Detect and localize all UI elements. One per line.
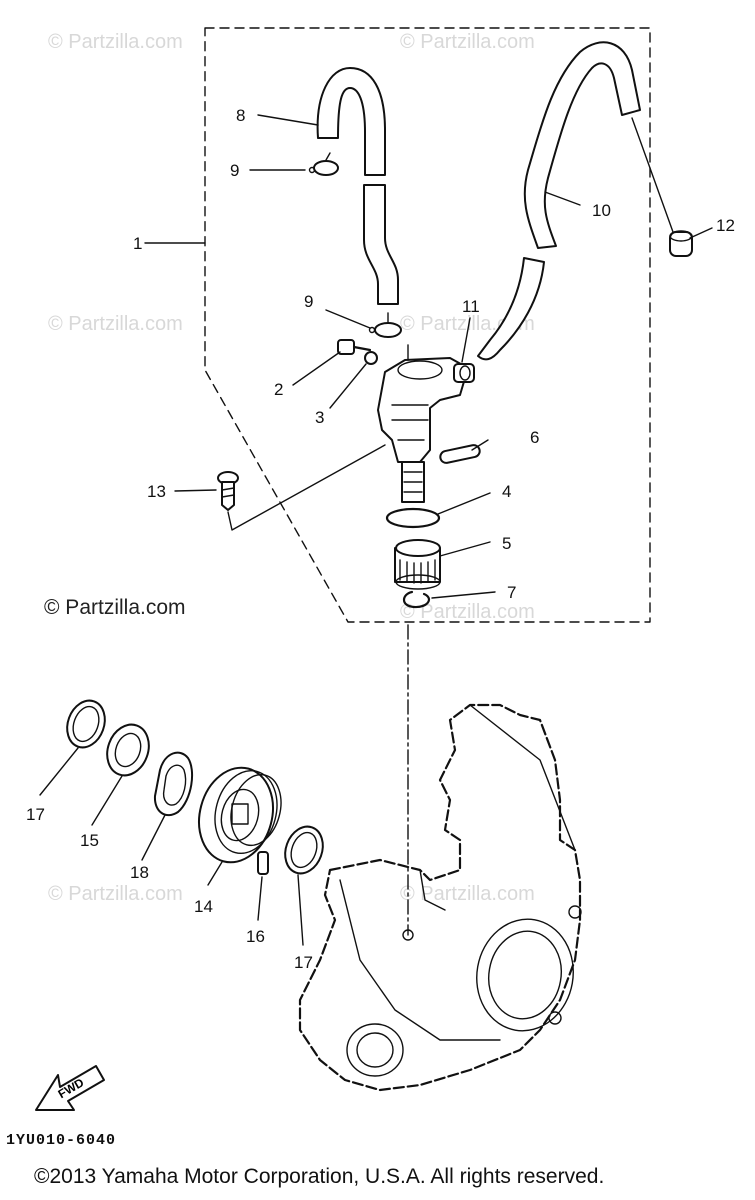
callout-13: 13 [147,482,166,501]
watermark-faint: © Partzilla.com [400,601,535,623]
callout-10: 10 [592,201,611,220]
gasket-18 [153,751,194,817]
callout-2: 2 [274,380,283,399]
callout-12: 12 [716,216,735,235]
callout-14: 14 [194,897,213,916]
drawing-code: 1YU010-6040 [6,1132,117,1149]
watermark-faint: © Partzilla.com [48,313,183,335]
washer-15 [106,723,150,777]
hose-10 [523,41,641,249]
fitting-11 [453,363,475,383]
watermark-faint: © Partzilla.com [48,883,183,905]
oil-seal-17-right [284,825,324,875]
pin-16 [257,851,269,875]
hose-8 [316,67,386,176]
assembly-boundary [204,27,651,623]
fwd-arrow-icon: FWD [35,1065,105,1111]
partzilla-watermark: © Partzilla.com [44,596,186,619]
callouts: 8 9 1 9 2 3 11 10 12 6 4 5 7 13 17 15 18… [26,106,735,972]
callout-8: 8 [236,106,245,125]
callout-5: 5 [502,534,511,553]
oil-pump-body [377,344,469,503]
rotor-14 [198,766,282,864]
gear-5 [394,539,441,590]
oil-seal-17-left [66,699,106,749]
screw-2 [337,339,372,355]
callout-6: 6 [530,428,539,447]
callout-4: 4 [502,482,511,501]
leader-lines [39,114,713,946]
callout-15: 15 [80,831,99,850]
circlip-7 [402,590,431,609]
callout-18: 18 [130,863,149,882]
hose-8-lower [363,184,399,305]
callout-9: 9 [304,292,313,311]
watermark-faint: © Partzilla.com [48,31,183,53]
screw-13 [217,471,239,511]
hose-10-lower [477,257,545,361]
faint-watermarks: © Partzilla.com © Partzilla.com © Partzi… [48,31,535,905]
o-ring-4 [385,507,441,529]
watermark-faint: © Partzilla.com [400,883,535,905]
callout-3: 3 [315,408,324,427]
callout-9: 9 [230,161,239,180]
crankcase-cover [298,703,582,1092]
callout-17: 17 [294,953,313,972]
clamp-9-lower [368,312,402,338]
callout-7: 7 [507,583,516,602]
cap-12 [669,230,693,257]
pin-6 [439,444,481,464]
watermark-faint: © Partzilla.com [400,31,535,53]
washer-3 [364,351,378,365]
clamp-9-upper [308,152,339,176]
callout-17: 17 [26,805,45,824]
screw-13-leader [227,444,386,531]
callout-1: 1 [133,234,142,253]
callout-11: 11 [462,297,480,316]
callout-16: 16 [246,927,265,946]
copyright-notice: ©2013 Yamaha Motor Corporation, U.S.A. A… [34,1165,605,1188]
